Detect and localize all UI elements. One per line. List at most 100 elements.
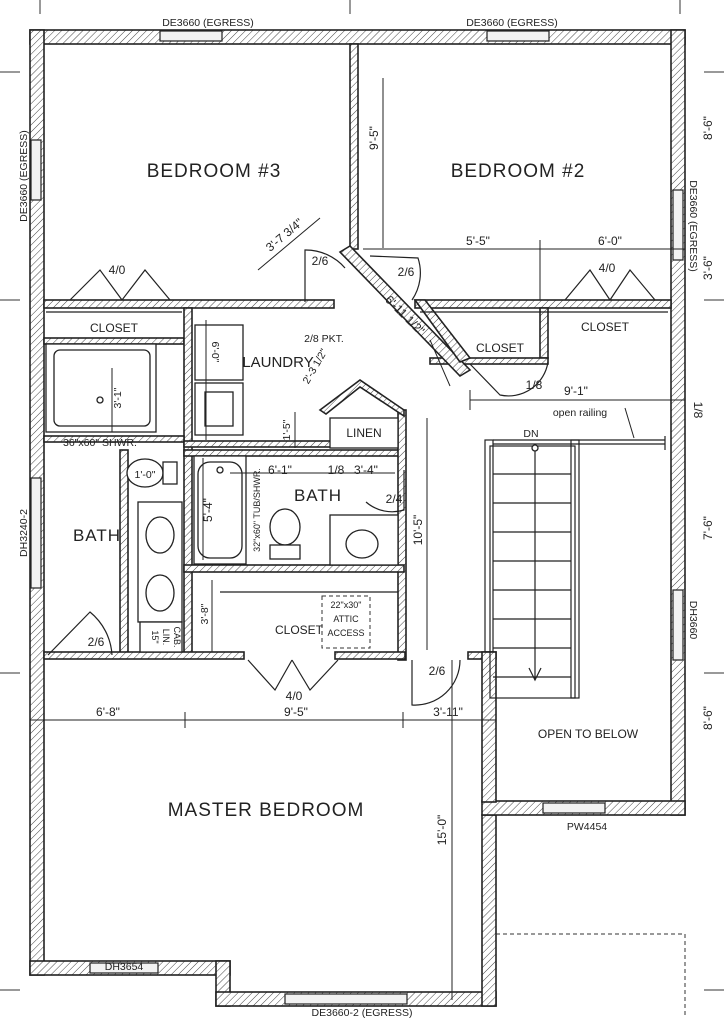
label-window-bottom-left: DH3654 <box>105 961 144 973</box>
attic-access <box>321 595 371 649</box>
dim-3-1: 3'-1" <box>112 387 124 408</box>
dim-9-5: 9'-5" <box>284 705 308 719</box>
label-door-closet-master: 4/0 <box>286 689 303 703</box>
label-door-bath-left: 2/6 <box>88 635 105 649</box>
label-window-right-mid: DH3660 <box>687 601 699 640</box>
label-lin3: CAB. <box>172 626 182 647</box>
dim-right-7-6: 7'-6" <box>701 516 715 540</box>
label-window-right-upper: DE3660 (EGRESS) <box>687 180 699 272</box>
dim-6-1: 6'-1" <box>268 463 292 477</box>
label-window-top-left: DE3660 (EGRESS) <box>162 17 254 29</box>
dim-10-5: 10'-5" <box>411 515 425 546</box>
room-bath-left: BATH <box>73 526 121 545</box>
dim-right-8-6b: 8'-6" <box>701 706 715 730</box>
door-master <box>411 659 461 706</box>
label-shower: 36"x60" SHWR. <box>63 437 137 449</box>
linen-cabinet <box>139 621 183 653</box>
label-door-closet-left: 4/0 <box>109 263 126 277</box>
label-attic1: ATTIC <box>333 614 359 624</box>
label-door-bedroom3: 2/6 <box>312 254 329 268</box>
dimension-lines <box>30 78 685 1000</box>
label-door-bedroom2: 2/6 <box>398 265 415 279</box>
label-down: DN <box>523 428 538 440</box>
dim-6-0: 6'-0" <box>598 234 622 248</box>
window-labels: DE3660 (EGRESS) DE3660 (EGRESS) DE3660 (… <box>18 17 699 1019</box>
linen-shelf <box>329 417 399 449</box>
dim-9-1: 9'-1" <box>564 384 588 398</box>
window-pw <box>542 802 606 814</box>
dim-3-8: 3'-8" <box>199 603 211 624</box>
dim-5-5: 5'-5" <box>466 234 490 248</box>
stairs <box>484 436 666 699</box>
dim-right-3-6: 3'-6" <box>701 256 715 280</box>
dim-3-4: 3'-4" <box>354 463 378 477</box>
dim-15-0: 15'-0" <box>435 815 449 846</box>
reference-lines <box>0 0 724 991</box>
room-labels: BEDROOM #3 BEDROOM #2 LAUNDRY BATH BATH … <box>73 161 639 821</box>
door-labels: 4/0 4/0 4/0 2/6 2/6 2/6 2/6 2/4 1/8 <box>88 254 616 703</box>
door-bath-center <box>365 470 405 513</box>
label-window-pw: PW4454 <box>567 821 607 833</box>
dim-6-8: 6'-8" <box>96 705 120 719</box>
dim-right-8-6a: 8'-6" <box>701 116 715 140</box>
dim-1-5: 1'-5" <box>281 419 293 440</box>
room-bath-center: BATH <box>294 486 342 505</box>
label-window-top-right: DE3660 (EGRESS) <box>466 17 558 29</box>
fixture-labels: 36"x60" SHWR. 32"x60" TUB/SHWR. 22"x30" … <box>63 333 607 648</box>
door-bath-left <box>47 611 113 656</box>
toilet-center <box>269 508 301 546</box>
fixtures <box>45 311 668 653</box>
window-top-right <box>486 30 550 42</box>
door-closet-right <box>564 268 656 301</box>
room-closet-left: CLOSET <box>90 321 139 335</box>
room-laundry: LAUNDRY <box>242 354 313 371</box>
door-closet-left <box>69 269 171 301</box>
window-bottom-center <box>284 993 408 1005</box>
window-bottom-left <box>89 962 159 974</box>
dim-1-8b: 1/8 <box>691 402 705 419</box>
room-bedroom3: BEDROOM #3 <box>147 161 282 182</box>
dim-3-11: 3'-11" <box>433 705 463 719</box>
door-closet-master <box>247 659 339 692</box>
window-top-left <box>159 30 223 42</box>
window-left-mid <box>30 477 42 589</box>
washer <box>194 324 244 381</box>
label-tub: 32"x60" TUB/SHWR. <box>252 468 262 552</box>
window-left-upper <box>30 139 42 201</box>
label-pocket-door: 2/8 PKT. <box>304 333 344 345</box>
door-bedroom2 <box>369 255 421 301</box>
room-master: MASTER BEDROOM <box>168 800 365 821</box>
doors <box>47 249 656 706</box>
door-closet-mid <box>469 361 549 397</box>
label-attic2: ACCESS <box>327 628 364 638</box>
label-railing: open railing <box>553 407 607 419</box>
dim-6-0-vertical: 6'-0" <box>209 342 221 363</box>
room-linen: LINEN <box>346 426 381 440</box>
door-bedroom3 <box>304 249 346 302</box>
label-door-closet-right: 4/0 <box>599 261 616 275</box>
label-door-bath-center: 2/4 <box>386 492 403 506</box>
label-window-left-upper: DE3660 (EGRESS) <box>18 130 30 222</box>
window-right-mid <box>672 589 684 661</box>
room-closet-mid: CLOSET <box>476 341 525 355</box>
dim-1-0: 1'-0" <box>135 469 156 481</box>
room-open-below: OPEN TO BELOW <box>538 727 639 741</box>
room-closet-master: CLOSET <box>275 623 324 637</box>
dim-9-5-vertical: 9'-5" <box>367 126 381 150</box>
label-attic-size: 22"x30" <box>331 600 362 610</box>
room-bedroom2: BEDROOM #2 <box>451 161 586 182</box>
label-lin2: LIN. <box>161 629 171 646</box>
windows <box>30 30 684 1005</box>
dim-1-8: 1/8 <box>328 463 345 477</box>
label-door-closet-mid: 1/8 <box>526 378 543 392</box>
deck-outline <box>496 933 686 1015</box>
label-window-left-mid: DH3240-2 <box>18 509 30 557</box>
label-door-master: 2/6 <box>429 664 446 678</box>
interior-walls <box>43 43 672 803</box>
label-window-bottom-center: DE3660-2 (EGRESS) <box>312 1007 413 1019</box>
window-right-upper <box>672 189 684 261</box>
label-lin1: 15" <box>150 630 160 643</box>
room-closet-right: CLOSET <box>581 320 630 334</box>
dim-5-4: 5'-4" <box>201 498 215 522</box>
